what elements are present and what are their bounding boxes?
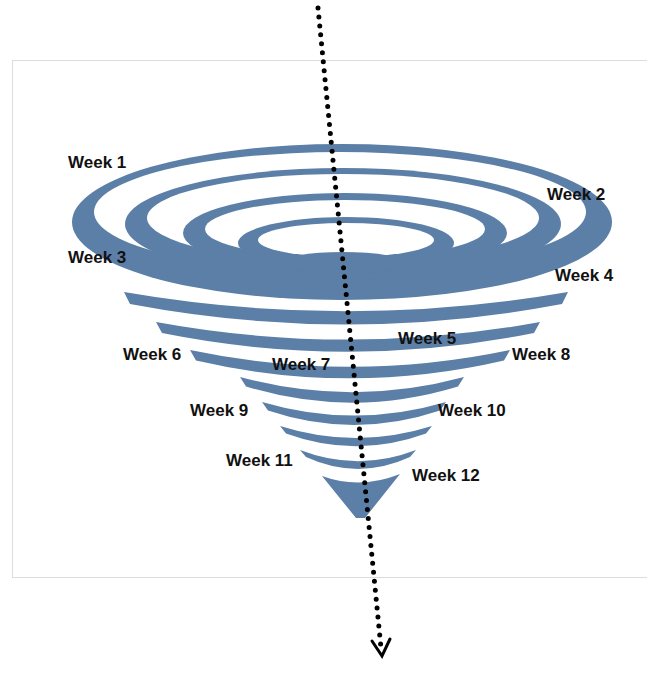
week-label: Week 6 <box>123 346 181 363</box>
funnel-tip <box>322 474 400 518</box>
dotted-arrow <box>318 8 390 656</box>
funnel-band <box>240 377 464 403</box>
funnel-band <box>280 426 432 446</box>
funnel-band <box>262 402 446 425</box>
week-label: Week 11 <box>226 452 293 469</box>
week-label: Week 10 <box>438 402 506 419</box>
week-label: Week 8 <box>512 346 570 363</box>
week-label: Week 7 <box>272 356 330 373</box>
funnel-bands <box>124 292 568 518</box>
week-label: Week 4 <box>555 267 613 284</box>
funnel-band <box>300 450 416 469</box>
week-label: Week 2 <box>547 186 605 203</box>
funnel-band <box>190 350 510 378</box>
week-label: Week 9 <box>190 402 248 419</box>
week-label: Week 5 <box>398 330 456 347</box>
week-label: Week 1 <box>68 154 126 171</box>
funnel-band <box>156 322 540 352</box>
week-label: Week 3 <box>68 249 126 266</box>
week-label: Week 12 <box>412 467 480 484</box>
frame <box>13 61 647 578</box>
